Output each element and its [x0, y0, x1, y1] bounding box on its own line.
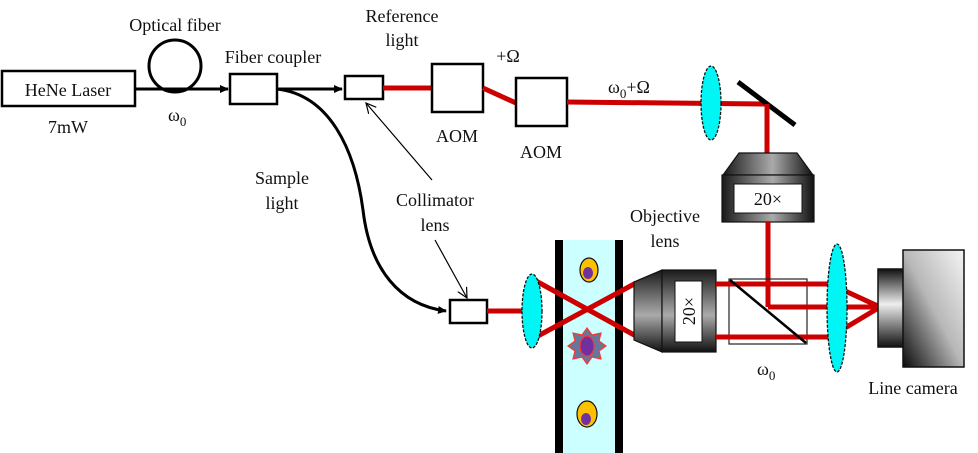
- optical-fiber-loop: [147, 38, 203, 94]
- optical-fiber-label: Optical fiber: [129, 15, 220, 35]
- collimator-arrow-bottom: [434, 239, 467, 298]
- beam-cross-up: [534, 280, 638, 340]
- hene-laser-box: [0, 69, 137, 108]
- aom-2-label: AOM: [520, 142, 562, 162]
- sample-focusing-lens-icon: [521, 273, 543, 349]
- reference-lens-icon: [700, 65, 722, 141]
- fiber-to-sample-collimator: [276, 87, 447, 314]
- sample-light-label-1: Sample: [255, 168, 309, 188]
- plus-omega-label: +Ω: [496, 46, 520, 66]
- reference-light-label-2: light: [385, 30, 418, 50]
- beam-splitter-cube: [728, 278, 808, 345]
- aom-1-box: [430, 62, 485, 114]
- objective-side-icon: [633, 269, 717, 353]
- objective-label-1: Objective: [630, 206, 700, 226]
- fiber-coupler-label: Fiber coupler: [225, 47, 321, 67]
- collimator-arrow-top: [366, 103, 433, 181]
- fiber-coupler-box: [228, 72, 279, 106]
- collimator-label-2: lens: [421, 215, 450, 235]
- aom-2-box: [514, 76, 569, 128]
- cell-abnormal: [566, 326, 608, 366]
- objective-top-mag: 20×: [754, 189, 782, 209]
- channel-wall-left: [555, 240, 563, 453]
- camera-lens-icon: [826, 243, 848, 373]
- cell-normal-top: [579, 257, 599, 283]
- reference-collimator-box: [343, 74, 385, 101]
- laser-power-label: 7mW: [48, 117, 88, 137]
- sample-light-label-2: light: [265, 193, 298, 213]
- line-camera-icon: [877, 249, 965, 368]
- omega0-bottom-label: ω0: [757, 359, 775, 383]
- objective-top-icon: [721, 152, 815, 223]
- sample-collimator-box: [448, 298, 489, 325]
- laser-label: HeNe Laser: [25, 80, 111, 100]
- omega0-fiber-label: ω0: [168, 105, 186, 129]
- beam-between-aoms: [481, 85, 518, 106]
- aom-1-label: AOM: [436, 126, 478, 146]
- objective-side-mag: 20×: [679, 297, 699, 325]
- beam-splitter-diagonal: [729, 279, 807, 344]
- channel-wall-right: [615, 240, 623, 453]
- beam-to-mirror: [566, 99, 768, 107]
- mirror-icon: [736, 80, 797, 127]
- line-camera-label: Line camera: [868, 378, 957, 398]
- cell-normal-bottom: [576, 400, 598, 428]
- reference-light-label-1: Reference: [366, 6, 439, 26]
- objective-label-2: lens: [651, 231, 680, 251]
- shifted-frequency-label: ω0+Ω: [608, 77, 650, 101]
- collimator-label-1: Collimator: [396, 190, 474, 210]
